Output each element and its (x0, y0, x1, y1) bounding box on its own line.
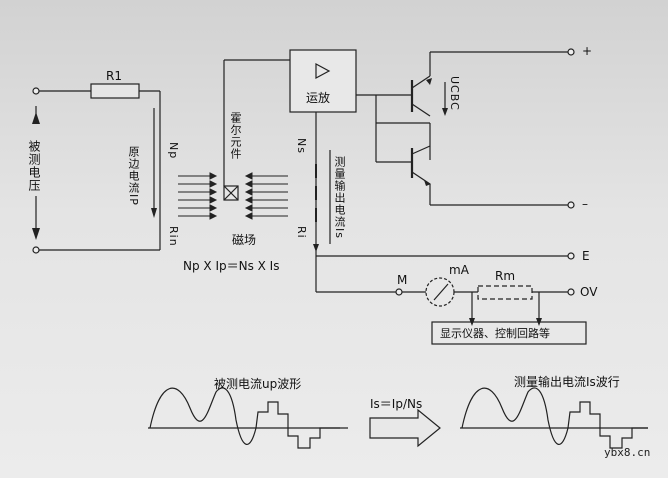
label-m: M (397, 273, 408, 287)
terminal-e (567, 252, 575, 260)
label-hall-element: 霍尔元件 (229, 112, 242, 160)
label-ratio: Is＝Ip/Ns (370, 397, 423, 411)
wave-right (461, 387, 648, 449)
label-ns: Ns (295, 138, 308, 154)
label-e: E (582, 249, 590, 263)
label-magnetic-field: 磁场 (232, 233, 257, 247)
wave-left (149, 387, 340, 449)
watermark: ybx8.cn (604, 446, 651, 459)
ratio-arrow (369, 408, 441, 448)
label-rm: Rm (495, 269, 516, 283)
label-amplifier: 运放 (306, 91, 331, 105)
label-0v: OV (580, 285, 598, 299)
input-terminal-top (32, 87, 40, 95)
milliammeter (425, 277, 455, 307)
terminal-minus (567, 201, 575, 209)
label-primary-current: 原边电流IP (127, 146, 140, 206)
label-source-voltage: 被测电压 (27, 140, 41, 192)
label-r1: R1 (106, 69, 122, 83)
label-np: Np (167, 142, 180, 160)
label-wave-left: 被测电流up波形 (214, 377, 302, 391)
amplifier-box (289, 49, 357, 113)
resistor-rm (477, 285, 533, 300)
terminal-m (395, 288, 403, 296)
terminal-plus (567, 48, 575, 56)
resistor-r1 (90, 83, 140, 99)
display-box-label: 显示仪器、控制回路等 (440, 327, 550, 340)
label-ri: Ri (295, 226, 308, 239)
field-arrows-left (178, 172, 218, 220)
field-arrows-right (244, 172, 288, 220)
label-ucbc: UCBC (448, 76, 461, 111)
amplifier-triangle (315, 62, 331, 80)
terminal-0v (567, 288, 575, 296)
label-plus: + (582, 44, 593, 58)
input-terminal-bottom (32, 246, 40, 254)
label-wave-right: 测量输出电流Is波行 (514, 375, 620, 389)
label-output-current: 测量输出电流Is (333, 156, 346, 239)
label-ma: mA (449, 263, 469, 277)
label-rin: Rin (167, 226, 180, 247)
label-formula: Np X Ip＝Ns X Is (183, 259, 280, 273)
label-minus: – (582, 197, 588, 211)
display-box (431, 321, 587, 345)
